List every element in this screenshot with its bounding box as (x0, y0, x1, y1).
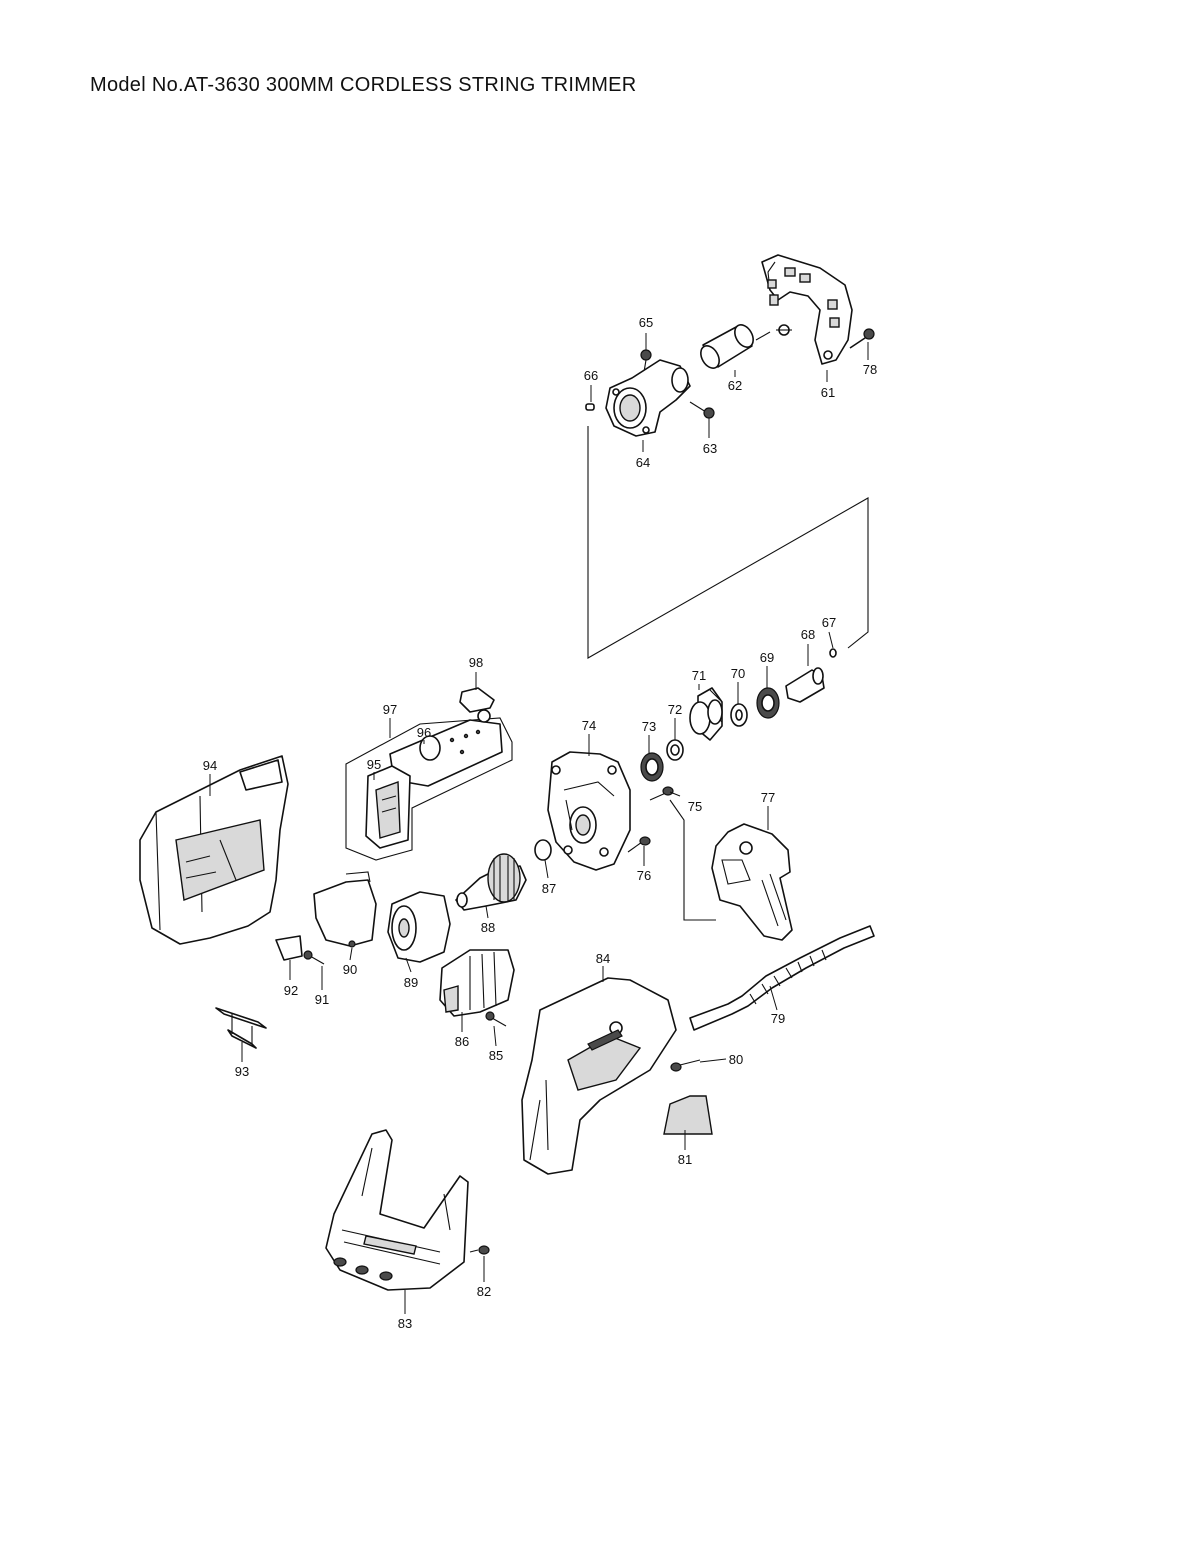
callout-70: 70 (731, 666, 745, 681)
part-80-screw (670, 1059, 701, 1072)
callout-65: 65 (639, 315, 653, 330)
assembly-frame-line (587, 426, 869, 659)
callout-74: 74 (582, 718, 596, 733)
callout-83: 83 (398, 1316, 412, 1331)
part-77-handle (711, 823, 793, 941)
part-92-clip (275, 935, 303, 961)
part-64-gear-housing (605, 359, 691, 437)
callout-94: 94 (203, 758, 217, 773)
part-90-bracket (313, 871, 377, 948)
callout-91: 91 (315, 992, 329, 1007)
part-62-sleeve (700, 324, 771, 369)
callout-81: 81 (678, 1152, 692, 1167)
part-69-bearing (756, 687, 780, 719)
callout-71: 71 (692, 668, 706, 683)
callout-78: 78 (863, 362, 877, 377)
callout-89: 89 (404, 975, 418, 990)
part-75-screw (649, 786, 674, 801)
part-74-motor-housing (547, 751, 631, 871)
part-68-shaft (785, 667, 825, 703)
callout-82: 82 (477, 1284, 491, 1299)
callout-73: 73 (642, 719, 656, 734)
callout-98: 98 (469, 655, 483, 670)
part-66-pin (585, 403, 595, 411)
leader-line-75-77 (669, 799, 716, 921)
part-89-stator (387, 891, 451, 963)
part-86-switch-holder (439, 949, 515, 1017)
part-79-flexible-shaft (689, 925, 875, 1031)
callout-69: 69 (760, 650, 774, 665)
leader-lines (209, 333, 869, 1314)
diagram-title: Model No.AT-3630 300MM CORDLESS STRING T… (90, 74, 637, 96)
callout-93: 93 (235, 1064, 249, 1079)
callout-68: 68 (801, 627, 815, 642)
part-71-gear (689, 687, 723, 741)
part-91-screw (303, 950, 325, 965)
part-73-bearing (640, 752, 664, 782)
part-63-screw (689, 401, 715, 419)
callout-85: 85 (489, 1048, 503, 1063)
callout-67: 67 (822, 615, 836, 630)
callout-97: 97 (383, 702, 397, 717)
part-97-controller-frame (345, 717, 513, 861)
part-84-housing-half (521, 977, 677, 1175)
callout-87: 87 (542, 881, 556, 896)
part-87-washer (534, 839, 552, 861)
callout-63: 63 (703, 441, 717, 456)
callout-88: 88 (481, 920, 495, 935)
part-76-screw (627, 836, 651, 853)
part-94-housing-half (139, 755, 289, 945)
callout-66: 66 (584, 368, 598, 383)
part-93-spring-plate (215, 1007, 267, 1049)
part-83-guard (325, 1129, 469, 1291)
part-72-washer (666, 739, 684, 761)
part-61-handle-bracket (761, 254, 853, 365)
part-67-ring (829, 648, 837, 658)
part-81-plate (663, 1095, 713, 1135)
part-70-washer (730, 703, 748, 727)
part-98-switch-button (459, 687, 495, 723)
callout-76: 76 (637, 868, 651, 883)
part-82-screw (469, 1245, 490, 1255)
part-88-armature (455, 853, 527, 911)
part-85-screw (485, 1011, 507, 1027)
callout-90: 90 (343, 962, 357, 977)
callout-96: 96 (417, 725, 431, 740)
callout-61: 61 (821, 385, 835, 400)
callout-64: 64 (636, 455, 650, 470)
callout-84: 84 (596, 951, 610, 966)
callout-86: 86 (455, 1034, 469, 1049)
callout-labels: 65 66 64 63 62 61 78 67 68 69 70 71 72 7… (203, 315, 877, 1331)
callout-77: 77 (761, 790, 775, 805)
callout-75: 75 (688, 799, 702, 814)
callout-92: 92 (284, 983, 298, 998)
callout-72: 72 (668, 702, 682, 717)
part-95-switch (365, 765, 411, 849)
callout-62: 62 (728, 378, 742, 393)
callout-80: 80 (729, 1052, 743, 1067)
part-78-screw (849, 328, 875, 349)
callout-79: 79 (771, 1011, 785, 1026)
callout-95: 95 (367, 757, 381, 772)
